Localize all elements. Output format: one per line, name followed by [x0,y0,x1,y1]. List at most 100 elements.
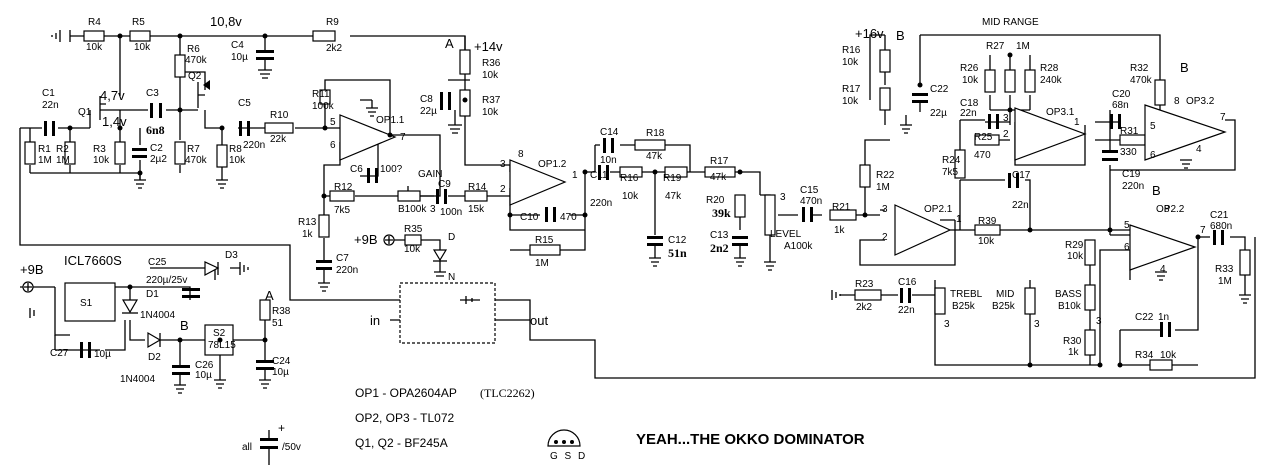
svg-text:47k: 47k [710,172,727,183]
semiconductors [22,80,496,356]
svg-text:470k: 470k [185,155,208,166]
jfet-Q1 [99,82,205,120]
svg-text:S1: S1 [80,298,93,309]
svg-text:6: 6 [1124,242,1130,253]
grounds [29,30,1251,394]
svg-text:51n: 51n [668,246,687,260]
page-title: YEAH...THE OKKO DOMINATOR [636,431,865,448]
svg-text:3: 3 [882,204,888,215]
svg-text:C24: C24 [272,356,291,367]
svg-text:R30: R30 [1063,336,1082,347]
svg-text:R2: R2 [56,144,69,155]
svg-text:R17: R17 [842,84,861,95]
svg-text:100k: 100k [312,101,335,112]
svg-text:22µ: 22µ [930,108,947,119]
capacitor-C13 [732,236,748,239]
capacitor-C14 [603,138,606,153]
svg-text:220µ/25v: 220µ/25v [146,275,187,286]
resistor-R7 [174,141,186,165]
svg-text:22n: 22n [898,305,915,316]
svg-text:51: 51 [272,318,284,329]
svg-text:100n: 100n [440,207,462,218]
svg-text:7k5: 7k5 [334,205,351,216]
svg-text:C21: C21 [1210,210,1229,221]
svg-text:10k: 10k [842,96,859,107]
resistor-R30 [1084,329,1096,356]
svg-text:B: B [896,28,905,43]
svg-text:R39: R39 [978,216,997,227]
resistor-R24 [954,149,966,179]
svg-text:7: 7 [1200,225,1206,236]
svg-text:R1: R1 [38,144,51,155]
svg-text:1k: 1k [302,229,314,240]
svg-text:10k: 10k [404,244,421,255]
svg-text:all: all [242,442,252,453]
svg-text:3: 3 [944,319,950,330]
resistor-R29 [1084,239,1096,266]
svg-text:R9: R9 [326,17,339,28]
opamp-OP2.2 [1129,224,1197,271]
resistor-R39 [974,224,1001,236]
capacitor-C16 [900,288,903,303]
capacitor-C27 [80,342,83,358]
capacitor-C1 [44,121,47,136]
note-q1-q2: Q1, Q2 - BF245A [355,436,448,450]
capacitor-C7 [316,260,332,263]
resistor-R26 [984,69,996,93]
svg-text:R16: R16 [842,45,861,56]
svg-text:470: 470 [560,212,577,223]
svg-text:C5: C5 [238,98,251,109]
svg-text:220n: 220n [336,265,358,276]
svg-text:R21: R21 [832,202,851,213]
opamp-OP3.2 [1144,104,1227,161]
svg-text:7: 7 [1220,112,1226,123]
resistor-R12 [329,190,355,202]
svg-text:470k: 470k [1130,75,1153,86]
svg-text:4,7v: 4,7v [100,88,125,103]
svg-text:7k5: 7k5 [942,167,959,178]
svg-text:R36: R36 [482,58,501,69]
svg-text:GAIN: GAIN [418,169,442,180]
svg-text:R18: R18 [646,128,665,139]
svg-text:22n: 22n [42,100,59,111]
svg-text:S2: S2 [213,328,226,339]
resistor-R2 [64,141,76,165]
svg-text:/50v: /50v [282,442,301,453]
capacitor-C15 [802,207,805,222]
svg-text:2: 2 [1003,129,1009,140]
svg-text:47k: 47k [665,191,682,202]
svg-text:R22: R22 [876,170,895,181]
svg-text:6: 6 [330,140,336,151]
svg-text:2: 2 [882,232,888,243]
svg-text:C12: C12 [668,235,687,246]
svg-text:10k: 10k [93,155,110,166]
svg-text:Q2: Q2 [188,71,202,82]
capacitor-C2 [132,148,147,151]
svg-text:78L15: 78L15 [208,340,236,351]
capacitor-C24 [256,360,274,363]
svg-text:B100k: B100k [398,204,427,215]
svg-text:68n: 68n [1112,100,1129,111]
svg-text:G S D: G S D [550,451,587,462]
capacitor-C21 [1213,230,1216,245]
svg-text:1N4004: 1N4004 [120,374,155,385]
svg-text:R29: R29 [1065,240,1084,251]
svg-text:3: 3 [430,204,436,215]
svg-text:10n: 10n [600,155,617,166]
svg-text:10k: 10k [482,107,499,118]
svg-text:D1: D1 [146,289,159,300]
capacitor-C11 [598,165,601,180]
svg-text:10k: 10k [1160,350,1177,361]
svg-text:C10: C10 [520,212,539,223]
resistor-R23 [854,289,882,301]
resistor-R8 [216,144,228,168]
notes: OP1 - OPA2604AP (TLC2262) OP2, OP3 - TL0… [242,386,865,462]
capacitor-C10 [545,207,548,222]
svg-text:220n: 220n [243,140,265,151]
svg-text:C3: C3 [146,88,159,99]
resistor-R33 [1239,249,1251,276]
resistor-R36 [459,49,471,75]
svg-text:R6: R6 [187,44,200,55]
capacitors [44,50,1224,465]
resistor-R14 [464,190,488,202]
